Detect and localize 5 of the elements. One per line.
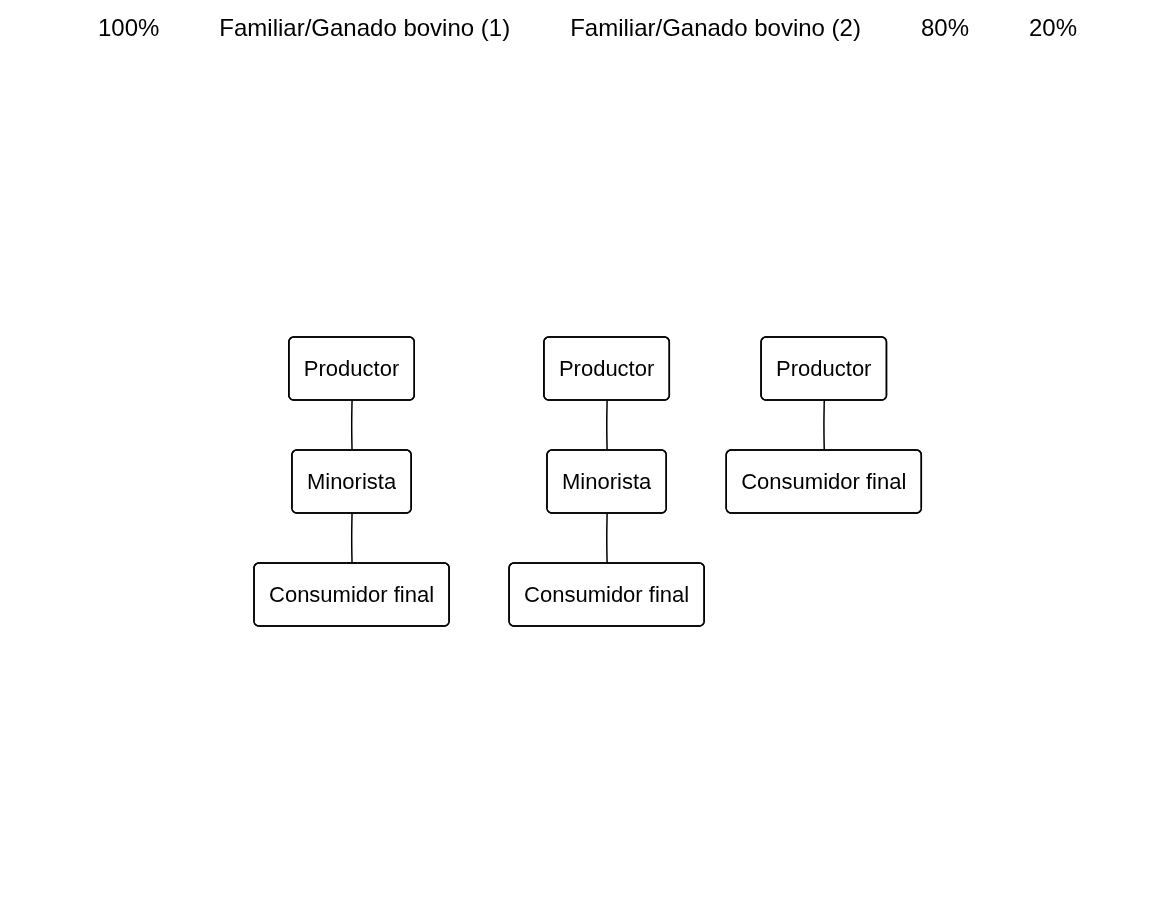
- note-text: Familiar/Ganado bovino (1): [219, 14, 511, 42]
- note-text: 20%: [1029, 14, 1078, 42]
- note-text: 80%: [920, 14, 969, 42]
- note-text: 100%: [97, 14, 160, 42]
- note-text: Familiar/Ganado bovino (2): [570, 14, 861, 42]
